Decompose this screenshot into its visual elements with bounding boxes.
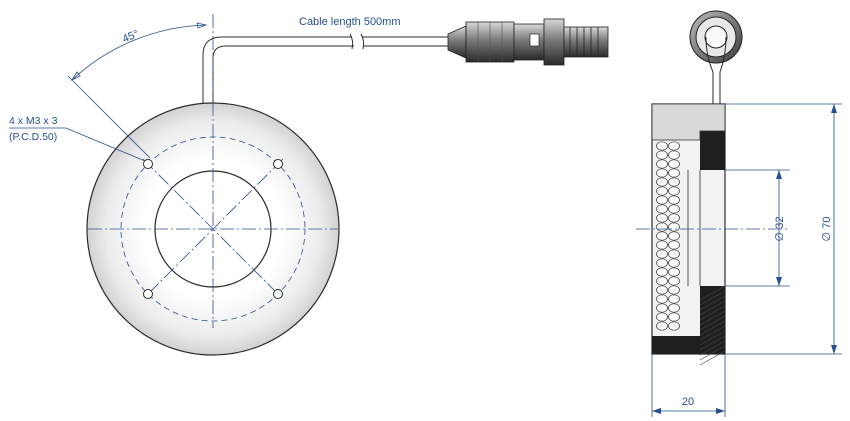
led xyxy=(656,276,668,286)
led xyxy=(668,321,680,331)
angle-dimension-arc xyxy=(71,24,207,81)
cable xyxy=(202,36,448,106)
led xyxy=(656,177,668,187)
outer-diameter-label: ∅ 70 xyxy=(821,217,833,242)
hatch-line xyxy=(699,295,726,311)
side-view: ∅ 32 ∅ 70 20 xyxy=(636,10,842,417)
led xyxy=(656,267,668,277)
cable-length-label: Cable length 500mm xyxy=(299,16,401,28)
diameter-symbol: ∅ xyxy=(774,232,786,242)
led xyxy=(668,213,680,223)
hatch-line xyxy=(699,315,726,331)
hatch-line xyxy=(699,335,726,351)
led xyxy=(668,231,680,241)
led xyxy=(668,222,680,232)
led xyxy=(656,195,668,205)
width-label: 20 xyxy=(682,396,694,408)
led xyxy=(656,294,668,304)
angle-label: 45° xyxy=(121,28,141,45)
hole-callout-line1: 4 x M3 x 3 xyxy=(9,115,58,127)
led xyxy=(668,285,680,295)
led xyxy=(656,222,668,232)
hatch-line xyxy=(699,285,726,301)
mounting-holes xyxy=(143,159,283,299)
led xyxy=(656,231,668,241)
hatch-line xyxy=(699,350,726,366)
led xyxy=(668,276,680,286)
led xyxy=(656,168,668,178)
front-view: 45° 4 x M3 x 3 (P.C.D.50) Cable length 5… xyxy=(9,14,609,356)
led xyxy=(656,258,668,268)
hatch-line xyxy=(699,320,726,336)
led xyxy=(668,303,680,313)
housing-section-top xyxy=(700,131,725,170)
led xyxy=(656,312,668,322)
led xyxy=(656,249,668,259)
hatch-line xyxy=(699,340,726,356)
led xyxy=(668,195,680,205)
led xyxy=(656,213,668,223)
hatch-line xyxy=(699,345,726,361)
led xyxy=(656,186,668,196)
led xyxy=(656,150,668,160)
led xyxy=(668,168,680,178)
led xyxy=(656,159,668,169)
led xyxy=(668,249,680,259)
section-hatch xyxy=(699,285,726,366)
led xyxy=(656,321,668,331)
led xyxy=(656,285,668,295)
led xyxy=(656,204,668,214)
diameter-symbol: ∅ xyxy=(821,232,833,242)
hatch-line xyxy=(699,330,726,346)
cable-break-mark xyxy=(349,33,365,50)
led xyxy=(668,177,680,187)
led xyxy=(656,303,668,313)
led xyxy=(668,159,680,169)
led xyxy=(656,141,668,151)
led xyxy=(668,240,680,250)
led xyxy=(668,267,680,277)
inner-diameter-label: ∅ 32 xyxy=(774,217,786,242)
led xyxy=(668,258,680,268)
hatch-line xyxy=(699,300,726,316)
hole-callout-leader xyxy=(9,127,146,162)
led xyxy=(668,204,680,214)
led xyxy=(668,186,680,196)
hatch-line xyxy=(699,290,726,306)
m12-connector xyxy=(447,18,609,66)
led xyxy=(668,150,680,160)
hole-callout-line2: (P.C.D.50) xyxy=(9,131,57,143)
led xyxy=(668,141,680,151)
led xyxy=(668,294,680,304)
housing-section-bottom xyxy=(652,286,725,354)
hatch-line xyxy=(699,310,726,326)
led xyxy=(656,240,668,250)
led-array xyxy=(656,141,680,331)
hatch-line xyxy=(699,325,726,341)
hatch-line xyxy=(699,305,726,321)
outer-diameter-value: 70 xyxy=(821,217,833,229)
inner-diameter-value: 32 xyxy=(774,217,786,229)
led xyxy=(668,312,680,322)
